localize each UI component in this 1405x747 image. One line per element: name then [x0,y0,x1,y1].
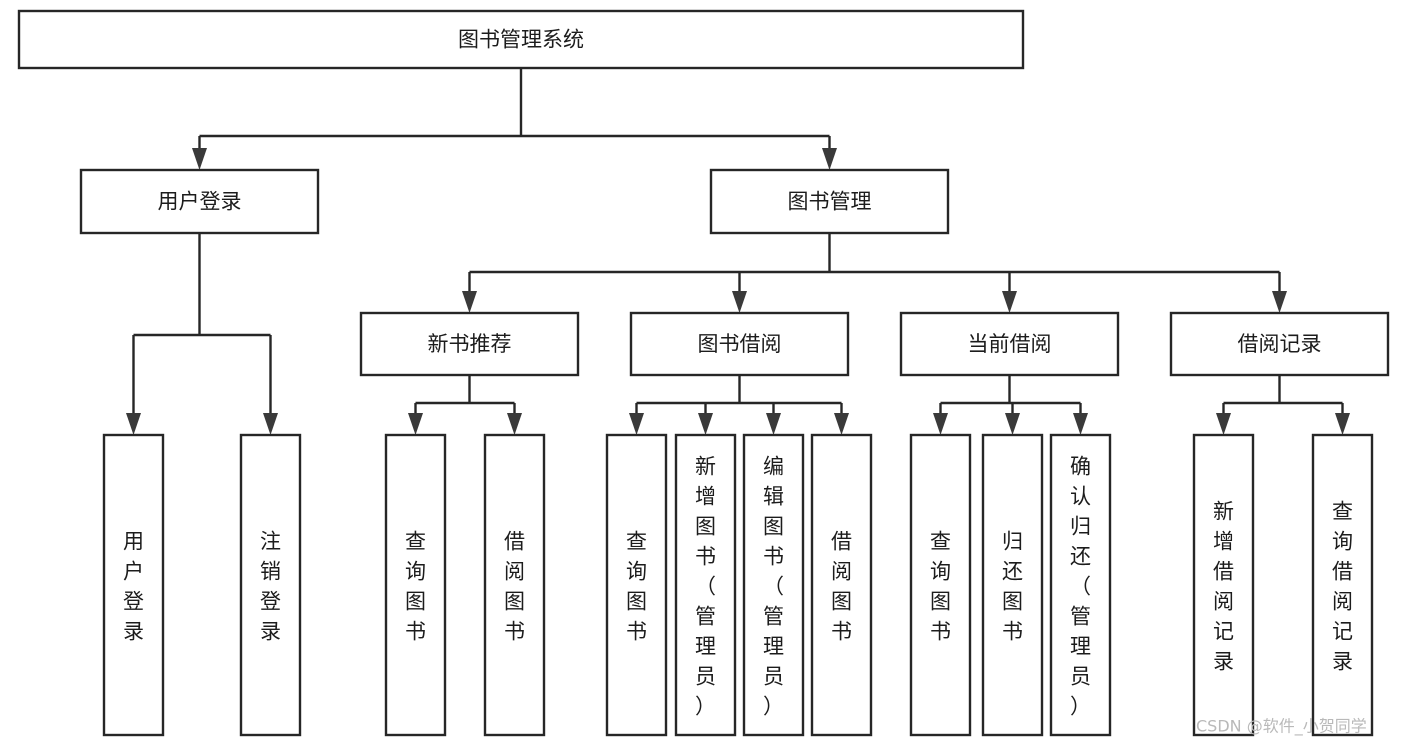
node-leaf_3[interactable]: 借阅图书 [483,433,546,737]
arrow-head-icon [933,413,948,435]
node-box [359,311,580,377]
node-leaf_0[interactable]: 用户登录 [102,433,165,737]
node-box [239,433,302,737]
node-box [605,433,668,737]
arrow-head-icon [192,148,207,170]
node-label: 图书管理系统 [458,28,584,52]
node-label: 借阅图书 [831,529,852,643]
arrow-head-icon [732,291,747,313]
node-box [909,433,972,737]
edge-group-l1_0 [126,233,278,435]
node-label: 用户登录 [123,529,144,643]
node-leaf_1[interactable]: 注销登录 [239,433,302,737]
node-label: 查询图书 [930,529,951,643]
node-box [810,433,873,737]
arrow-head-icon [507,413,522,435]
node-box [79,168,320,235]
arrow-head-icon [1272,291,1287,313]
edge-group-l2_3 [1216,375,1350,435]
node-label: 当前借阅 [968,332,1052,356]
node-leaf_12[interactable]: 查询借阅记录 [1311,433,1374,737]
node-label: 借阅图书 [504,529,525,643]
node-box [709,168,950,235]
arrow-head-icon [1335,413,1350,435]
node-box [102,433,165,737]
node-box [981,433,1044,737]
node-box [742,433,805,737]
node-l2_3[interactable]: 借阅记录 [1169,311,1390,377]
edge-group-l2_2 [933,375,1088,435]
node-label: 查询图书 [626,529,647,643]
node-l2_2[interactable]: 当前借阅 [899,311,1120,377]
node-leaf_7[interactable]: 借阅图书 [810,433,873,737]
csdn-watermark: CSDN @软件_小贺同学 [1196,717,1367,737]
arrow-head-icon [822,148,837,170]
node-label: 新书推荐 [428,332,512,356]
edge-group-root [192,68,837,170]
node-label: 图书管理 [788,190,872,214]
edge-group-l1_1 [462,233,1287,313]
node-label: 图书借阅 [698,332,782,356]
connector-layer [126,68,1350,435]
arrow-head-icon [698,413,713,435]
node-label: 查询借阅记录 [1332,499,1353,673]
node-layer: 图书管理系统用户登录图书管理新书推荐图书借阅当前借阅借阅记录用户登录注销登录查询… [17,9,1390,737]
node-l2_0[interactable]: 新书推荐 [359,311,580,377]
arrow-head-icon [462,291,477,313]
node-leaf_8[interactable]: 查询图书 [909,433,972,737]
node-label: 用户登录 [158,190,242,214]
node-leaf_10[interactable]: 确认归还（管理员） [1049,433,1112,737]
node-box [483,433,546,737]
node-box [17,9,1025,70]
edge-group-l2_1 [629,375,849,435]
arrow-head-icon [766,413,781,435]
arrow-head-icon [1073,413,1088,435]
node-leaf_9[interactable]: 归还图书 [981,433,1044,737]
arrow-head-icon [1216,413,1231,435]
node-box [1169,311,1390,377]
node-label: 编辑图书（管理员） [763,454,784,718]
node-root[interactable]: 图书管理系统 [17,9,1025,70]
arrow-head-icon [629,413,644,435]
arrow-head-icon [834,413,849,435]
node-leaf_6[interactable]: 编辑图书（管理员） [742,433,805,737]
node-label: 归还图书 [1002,529,1023,643]
node-box [629,311,850,377]
node-label: 查询图书 [405,529,426,643]
node-box [1311,433,1374,737]
node-box [1192,433,1255,737]
node-box [384,433,447,737]
node-l2_1[interactable]: 图书借阅 [629,311,850,377]
node-box [674,433,737,737]
arrow-head-icon [263,413,278,435]
node-l1_0[interactable]: 用户登录 [79,168,320,235]
node-label: 新增借阅记录 [1213,499,1234,673]
arrow-head-icon [126,413,141,435]
node-box [1049,433,1112,737]
node-leaf_4[interactable]: 查询图书 [605,433,668,737]
arrow-head-icon [1002,291,1017,313]
node-label: 新增图书（管理员） [695,454,716,718]
node-box [899,311,1120,377]
node-label: 注销登录 [260,529,281,643]
arrow-head-icon [408,413,423,435]
edge-group-l2_0 [408,375,522,435]
arrow-head-icon [1005,413,1020,435]
node-label: 确认归还（管理员） [1070,454,1091,718]
node-label: 借阅记录 [1238,332,1322,356]
node-leaf_2[interactable]: 查询图书 [384,433,447,737]
node-l1_1[interactable]: 图书管理 [709,168,950,235]
node-leaf_5[interactable]: 新增图书（管理员） [674,433,737,737]
node-leaf_11[interactable]: 新增借阅记录 [1192,433,1255,737]
